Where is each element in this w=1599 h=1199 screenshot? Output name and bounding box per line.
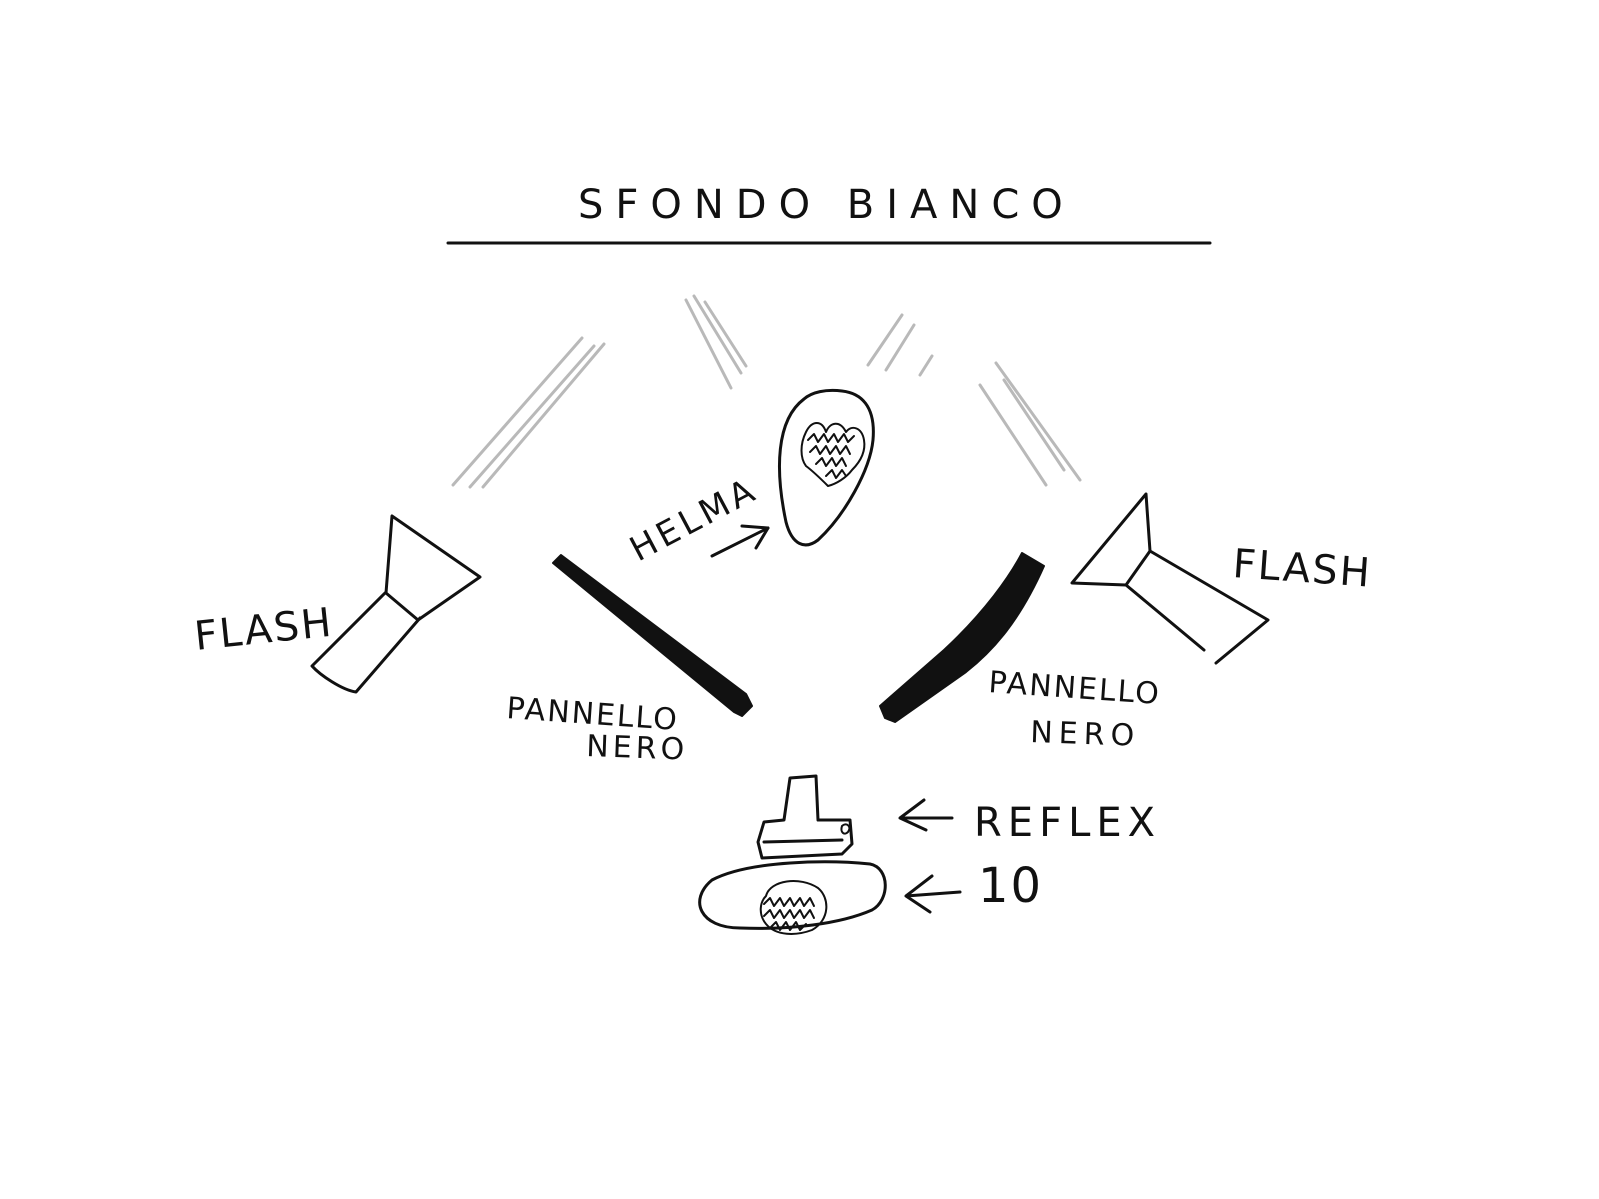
camera-arrow-icon <box>898 798 954 832</box>
ray-center-5 <box>884 323 916 372</box>
left-flash-softbox-icon <box>310 514 482 694</box>
ray-left-3 <box>481 342 606 489</box>
right-panel-label-line1: PANNELLO <box>987 665 1162 712</box>
ray-center-2 <box>692 294 743 375</box>
left-black-panel <box>552 554 753 717</box>
right-black-panel <box>879 552 1045 723</box>
ray-right-2 <box>994 361 1082 482</box>
right-flash-label: FLASH <box>1231 541 1373 597</box>
subject-arrow-icon <box>710 524 770 558</box>
person-label: 10 <box>978 858 1043 914</box>
light-rays <box>451 294 1082 489</box>
background-label: SFONDO BIANCO <box>578 182 1075 228</box>
photographer-head-icon <box>698 860 887 935</box>
ray-left-2 <box>468 344 596 489</box>
camera-label: REFLEX <box>974 800 1161 846</box>
right-panel-label-line2: NERO <box>1030 715 1141 754</box>
person-arrow-icon <box>904 874 962 914</box>
ray-center-6 <box>918 354 934 377</box>
ray-center-1 <box>684 298 733 390</box>
subject-head-icon <box>778 388 875 547</box>
left-panel-label-line2: NERO <box>586 729 689 768</box>
reflex-camera-icon <box>756 774 854 860</box>
subject-label: HELMA <box>623 470 764 570</box>
left-flash-label: FLASH <box>192 600 335 660</box>
ray-right-3 <box>1002 378 1066 472</box>
ray-center-3 <box>703 300 748 368</box>
right-flash-softbox-icon <box>1070 492 1270 665</box>
ray-right-1 <box>978 383 1048 487</box>
ray-left-1 <box>451 336 584 487</box>
ray-center-4 <box>866 313 904 367</box>
